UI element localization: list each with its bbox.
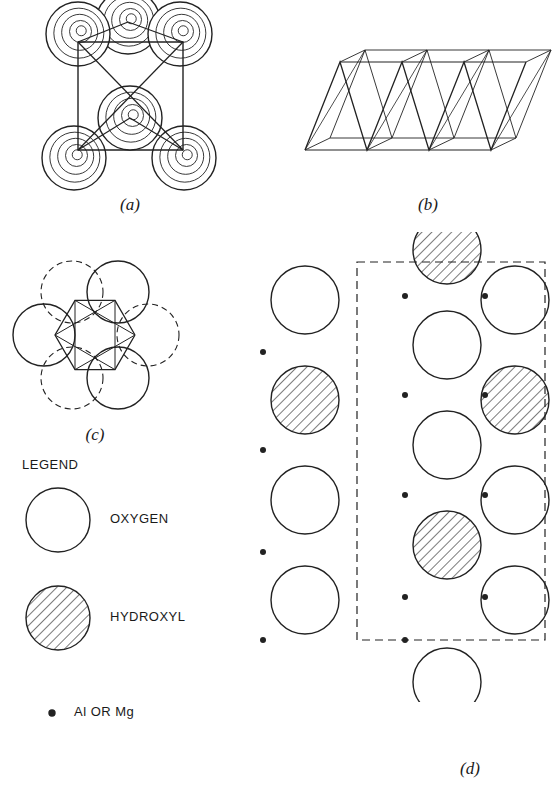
octahedron-edge [78,42,183,150]
sphere-ring [42,126,106,190]
sphere-ring [76,26,86,36]
cation-site [402,594,408,600]
octahedral-sheet [260,232,549,702]
octahedron-edge [305,50,365,150]
sphere-ring [178,26,188,36]
cation-site [260,447,266,453]
octahedron-edge [305,62,526,150]
oxygen-sphere [152,126,216,190]
octahedron-edge [340,61,526,62]
sphere-ring [152,126,216,190]
hydroxyl-ion [481,366,549,434]
sphere-ring [62,14,98,50]
lower-oxygen [117,304,179,366]
octahedron-edge [78,118,130,150]
octahedron-edge [128,22,183,42]
sphere-ring [54,8,104,58]
sphere-ring [164,14,200,50]
legend-heading: LEGEND [22,458,78,472]
triangle-face [75,300,135,369]
cation-site [482,392,488,398]
oxygen-ion [271,566,339,634]
oxygen-ion [413,648,481,702]
hydroxyl-ion [413,232,481,284]
cation-site [482,293,488,299]
lower-oxygen [41,347,103,409]
sphere-ring [156,8,206,58]
octahedron-view [42,0,216,190]
sphere-ring [182,150,192,160]
octahedron-edge [491,50,551,150]
octahedron-edge [429,50,489,150]
octahedron-edge [305,149,491,150]
legend-text: Al OR Mg [74,705,134,719]
legend-text: OXYGEN [110,512,169,526]
sphere-ring [148,2,212,66]
hexagon-outline [55,300,135,369]
octahedron-edge [330,138,516,139]
cation-site [402,293,408,299]
sphere-ring [106,92,156,142]
sphere-ring [66,144,88,166]
panel-label: (c) [86,426,105,445]
cation-site [260,637,266,643]
oxygen-ion [271,466,339,534]
unit-cell-outline [357,262,545,640]
oxygen-sphere [42,126,106,190]
hydroxyl-ion [271,366,339,434]
sphere-ring [160,132,210,182]
octahedra-chain [305,50,551,150]
sphere-ring [120,8,142,30]
sphere-ring [70,20,92,42]
legend-text: HYDROXYL [110,610,186,624]
oxygen-ion [481,266,549,334]
octahedron-plan [13,261,179,409]
oxygen-ion [271,266,339,334]
oxygen-sphere [148,2,212,66]
upper-oxygen [87,261,149,323]
oxygen-ion [413,311,481,379]
octahedron-edge [367,50,427,150]
octahedron-edge [130,118,183,150]
upper-oxygen [87,347,149,409]
oxygen-ion [481,466,549,534]
cation-sample [49,710,55,716]
octahedron-edge [78,42,183,150]
hydroxyl-sample [26,586,90,650]
sphere-ring [50,132,100,182]
cation-site [482,492,488,498]
sphere-ring [72,150,82,160]
octahedron-edge [78,42,183,150]
octahedron-edge [365,50,551,51]
sphere-ring [104,0,154,46]
cation-site [402,492,408,498]
oxygen-ion [481,566,549,634]
panel-label: (d) [460,760,480,779]
upper-oxygen [13,304,75,366]
cation-site [260,549,266,555]
oxygen-sample [26,488,90,552]
sphere-ring [122,104,144,126]
hydroxyl-ion [413,511,481,579]
cation-site [402,637,408,643]
sphere-ring [112,2,148,38]
legend-samples [26,488,90,716]
cation-site [260,349,266,355]
sphere-ring [114,98,150,134]
triangle-face [55,300,115,369]
cation-site [402,392,408,398]
panel-label: (b) [418,196,438,215]
panel-label: (a) [120,196,140,215]
octahedron-edge [78,22,128,42]
cation-site [482,594,488,600]
oxygen-ion [413,411,481,479]
lower-oxygen [41,261,103,323]
octahedron-edge [330,50,551,138]
